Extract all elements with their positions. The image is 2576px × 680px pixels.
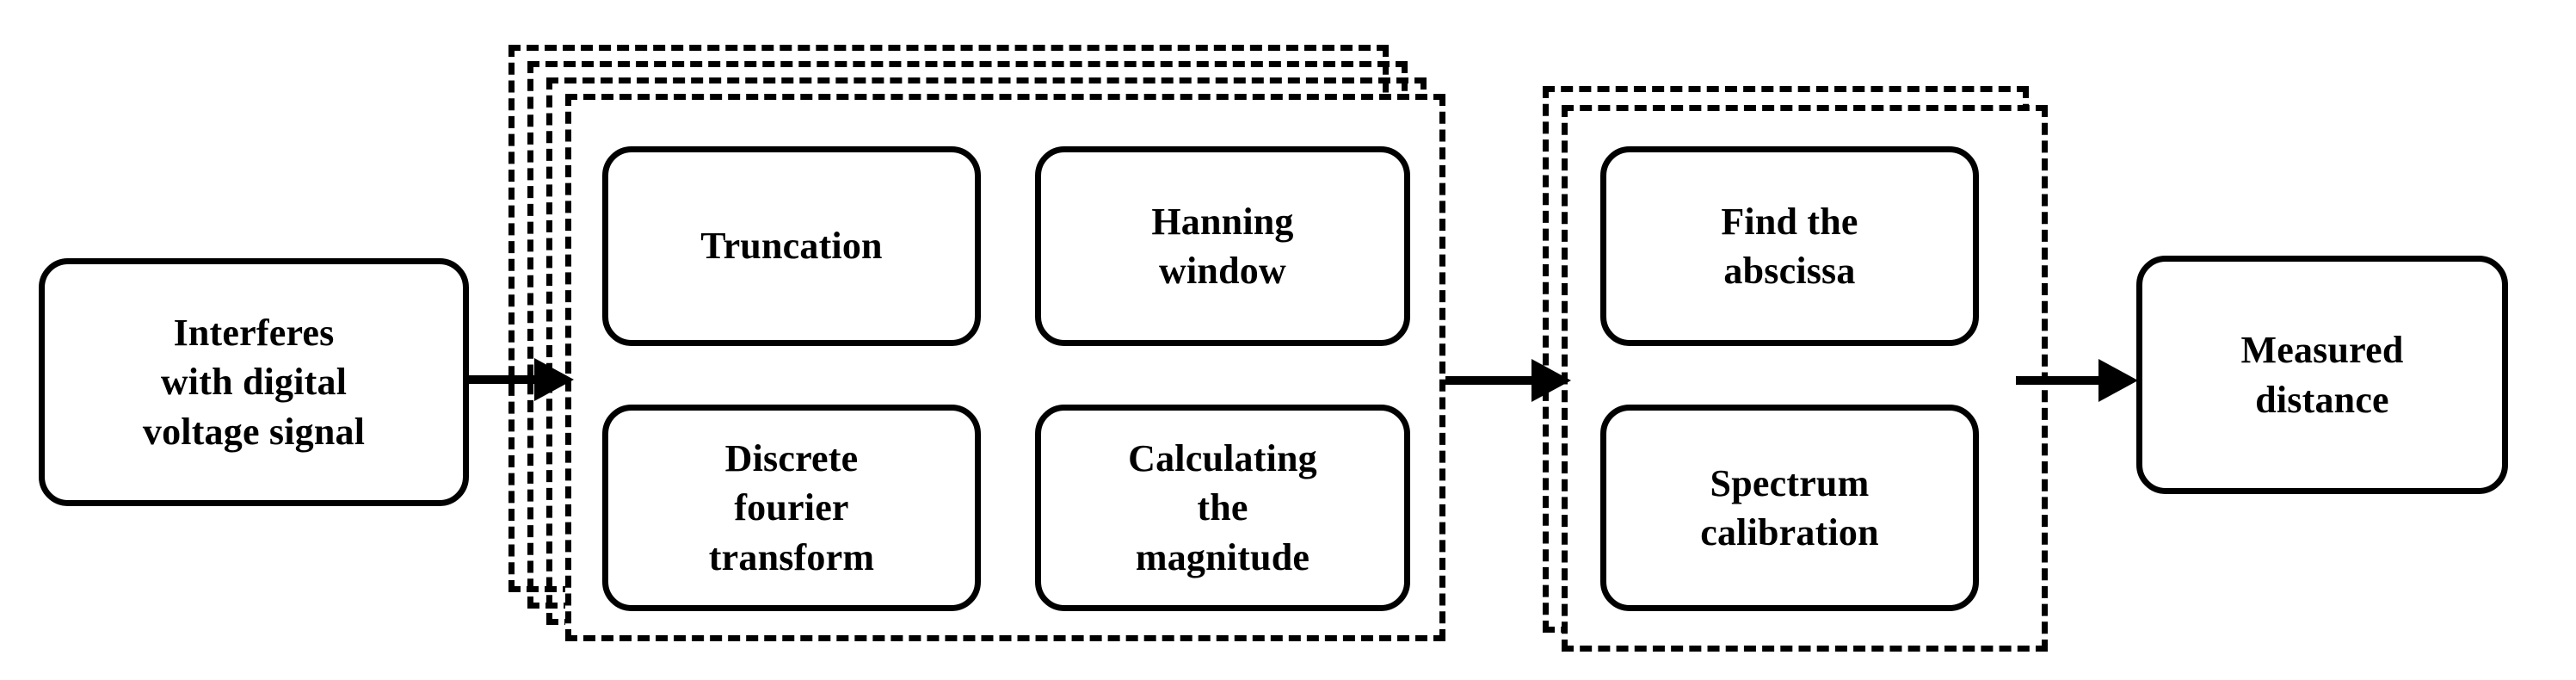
node-find-the-abscissa[interactable]: Find the abscissa	[1600, 146, 1979, 346]
node-input-signal-label: Interferes with digital voltage signal	[142, 312, 366, 453]
node-measured-distance[interactable]: Measured distance	[2136, 256, 2508, 494]
node-truncation[interactable]: Truncation	[602, 146, 981, 346]
arrow-shaft	[1445, 376, 1533, 385]
node-hanning-window[interactable]: Hanning window	[1035, 146, 1410, 346]
arrow-head-icon	[2098, 359, 2138, 402]
arrow-shaft	[2016, 376, 2100, 385]
node-input-signal[interactable]: Interferes with digital voltage signal	[39, 258, 469, 506]
node-spectrum-calibration[interactable]: Spectrum calibration	[1600, 405, 1979, 611]
node-calculating-the-magnitude[interactable]: Calculating the magnitude	[1035, 405, 1410, 611]
arrow-shaft	[469, 375, 536, 384]
node-discrete-fourier-transform-label: Discrete fourier transform	[708, 437, 875, 578]
arrow-head-icon	[1531, 359, 1571, 402]
node-find-the-abscissa-label: Find the abscissa	[1721, 200, 1858, 292]
node-hanning-window-label: Hanning window	[1151, 200, 1294, 292]
node-discrete-fourier-transform[interactable]: Discrete fourier transform	[602, 405, 981, 611]
node-calculating-the-magnitude-label: Calculating the magnitude	[1128, 437, 1317, 578]
arrow-head-icon	[534, 358, 574, 401]
node-measured-distance-label: Measured distance	[2240, 329, 2404, 421]
node-spectrum-calibration-label: Spectrum calibration	[1700, 461, 1879, 553]
node-truncation-label: Truncation	[700, 225, 883, 268]
